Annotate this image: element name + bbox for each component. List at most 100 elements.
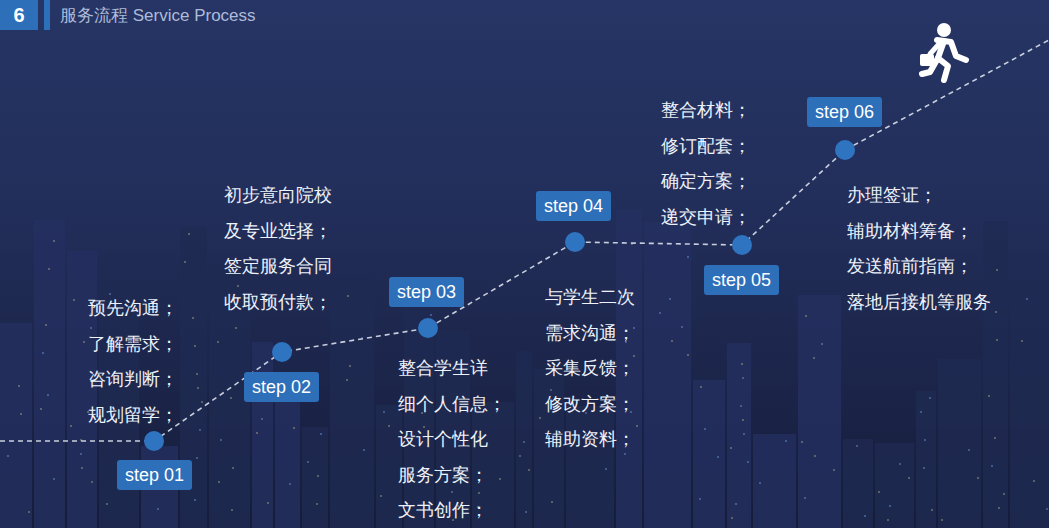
building: [798, 295, 841, 528]
window-light: [605, 468, 607, 470]
window-light: [813, 357, 815, 359]
window-light: [28, 511, 30, 513]
window-light: [968, 449, 970, 451]
building: [330, 275, 374, 528]
runner-icon: [920, 23, 966, 80]
building: [566, 406, 614, 528]
building: [938, 359, 981, 528]
window-light: [996, 339, 998, 341]
building: [644, 222, 691, 528]
window-light: [821, 343, 823, 345]
window-light: [539, 417, 541, 419]
window-light: [991, 465, 993, 467]
building: [875, 443, 914, 528]
step-label: step 01: [125, 465, 184, 485]
window-light: [90, 327, 92, 329]
window-light: [346, 379, 348, 381]
window-light: [687, 354, 689, 356]
window-light: [801, 441, 803, 443]
window-light: [201, 401, 203, 403]
window-light: [317, 475, 319, 477]
window-light: [669, 298, 671, 300]
window-light: [923, 467, 925, 469]
window-light: [1021, 340, 1023, 342]
window-light: [218, 481, 220, 483]
window-light: [814, 455, 816, 457]
window-light: [519, 455, 521, 457]
window-light: [363, 449, 365, 451]
window-light: [704, 428, 706, 430]
window-light: [743, 433, 745, 435]
step-box: step 05: [704, 265, 779, 295]
window-light: [197, 387, 199, 389]
window-light: [759, 482, 761, 484]
window-light: [717, 456, 719, 458]
step-dot: [272, 342, 292, 362]
step-description: 与学生二次 需求沟通； 采集反馈； 修改方案； 辅助资料；: [545, 280, 664, 458]
window-light: [998, 507, 1000, 509]
window-light: [730, 447, 732, 449]
window-light: [996, 269, 998, 271]
step-label: step 03: [397, 282, 456, 302]
window-light: [73, 299, 75, 301]
window-light: [42, 352, 44, 354]
window-light: [451, 491, 453, 493]
window-light: [53, 240, 55, 242]
window-light: [478, 492, 480, 494]
window-light: [1026, 298, 1028, 300]
window-light: [977, 477, 979, 479]
window-light: [70, 425, 72, 427]
building: [0, 323, 32, 528]
window-light: [700, 386, 702, 388]
window-light: [699, 498, 701, 500]
window-light: [232, 467, 234, 469]
window-light: [741, 363, 743, 365]
window-light: [380, 495, 382, 497]
window-light: [747, 461, 749, 463]
window-light: [256, 432, 258, 434]
window-light: [740, 405, 742, 407]
building: [693, 380, 725, 528]
window-light: [659, 312, 661, 314]
step-description: 整合材料； 修订配套； 确定方案； 递交申请；: [661, 93, 762, 235]
step-box: step 02: [244, 372, 319, 402]
building: [67, 251, 97, 528]
window-light: [106, 503, 108, 505]
window-light: [80, 453, 82, 455]
window-light: [220, 439, 222, 441]
window-light: [994, 437, 996, 439]
step-description: 整合学生详 细个人信息； 设计个性化 服务方案； 文书创作；: [398, 351, 517, 528]
window-light: [267, 502, 269, 504]
window-light: [47, 394, 49, 396]
window-light: [908, 477, 910, 479]
building: [302, 427, 328, 528]
step-box: step 06: [807, 97, 882, 127]
window-light: [742, 377, 744, 379]
building: [252, 342, 273, 528]
window-light: [199, 429, 201, 431]
window-light: [887, 519, 889, 521]
window-light: [528, 469, 530, 471]
step-label: step 04: [544, 196, 603, 216]
window-light: [196, 457, 198, 459]
window-light: [941, 519, 943, 521]
window-light: [230, 397, 232, 399]
step-label: step 05: [712, 270, 771, 290]
window-light: [924, 439, 926, 441]
window-light: [1046, 508, 1048, 510]
window-light: [40, 408, 42, 410]
building: [727, 343, 751, 528]
window-light: [833, 469, 835, 471]
window-light: [931, 509, 933, 511]
step-description: 办理签证； 辅助材料筹备； 发送航前指南； 落地后接机等服务: [847, 178, 1002, 320]
window-light: [157, 508, 159, 510]
window-light: [261, 418, 263, 420]
window-light: [217, 341, 219, 343]
step-box: step 04: [536, 191, 611, 221]
window-light: [293, 427, 295, 429]
window-light: [231, 509, 233, 511]
section-number: 6: [0, 0, 38, 30]
slide-title: 服务流程 Service Process: [60, 5, 256, 27]
window-light: [525, 511, 527, 513]
window-light: [929, 397, 931, 399]
